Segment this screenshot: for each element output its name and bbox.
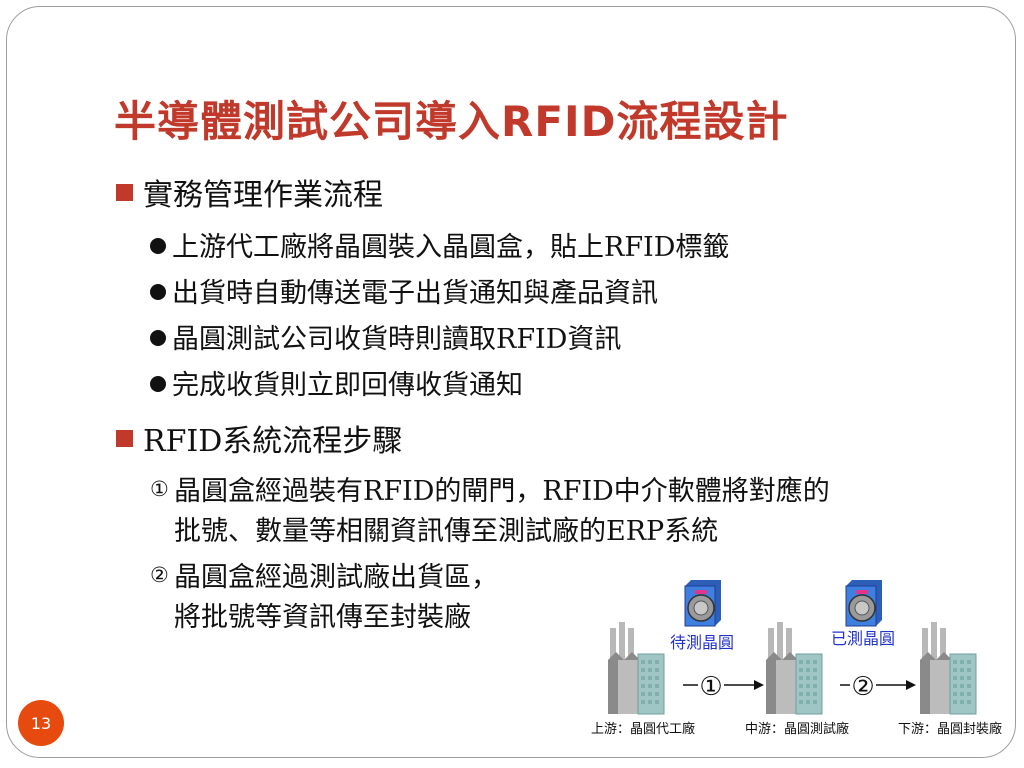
list-item: 完成收貨則立即回傳收貨通知	[150, 363, 523, 402]
flow-step-marker-2: ②	[851, 672, 874, 702]
factory-label-midstream: 中游：晶圓測試廠	[745, 721, 849, 737]
flow-arrow-1	[683, 680, 764, 690]
list-item: 出貨時自動傳送電子出貨通知與產品資訊	[150, 271, 658, 310]
round-bullet-icon	[150, 330, 166, 346]
wafer-box-tested-icon	[845, 579, 883, 627]
round-bullet-icon	[150, 238, 166, 254]
factory-label-downstream: 下游：晶圓封裝廠	[898, 721, 1002, 737]
section-heading-text: RFID系統流程步驟	[143, 424, 403, 459]
section-heading-text: 實務管理作業流程	[143, 178, 383, 213]
slide-title: 半導體測試公司導入RFID流程設計	[114, 97, 789, 146]
foundry-factory-icon	[607, 621, 665, 715]
slide-frame	[6, 6, 1016, 758]
wafer-box-label-tested: 已測晶圓	[831, 629, 895, 648]
round-bullet-icon	[150, 284, 166, 300]
packaging-factory-icon	[919, 621, 977, 715]
page-number-badge: 13	[18, 700, 64, 746]
flow-arrow-2	[840, 680, 916, 690]
square-bullet-icon	[116, 183, 133, 201]
wafer-box-untested-icon	[684, 579, 722, 627]
round-bullet-icon	[150, 376, 166, 392]
flow-step-marker-1: ①	[699, 672, 722, 702]
step-item-continuation: 批號、數量等相關資訊傳至測試廠的ERP系統	[174, 516, 719, 547]
list-item: 晶圓測試公司收貨時則讀取RFID資訊	[150, 317, 621, 356]
factory-label-upstream: 上游：晶圓代工廠	[591, 721, 695, 737]
section-heading-management: 實務管理作業流程	[116, 170, 383, 214]
step-number-marker: ②	[150, 563, 169, 587]
test-factory-icon	[765, 621, 823, 715]
section-heading-rfid-steps: RFID系統流程步驟	[116, 416, 402, 460]
list-item: 上游代工廠將晶圓裝入晶圓盒，貼上RFID標籤	[150, 225, 729, 264]
wafer-box-label-untested: 待測晶圓	[670, 633, 734, 652]
step-number-marker: ①	[150, 477, 169, 501]
square-bullet-icon	[116, 429, 133, 447]
step-item-continuation: 將批號等資訊傳至封裝廠	[174, 602, 471, 633]
